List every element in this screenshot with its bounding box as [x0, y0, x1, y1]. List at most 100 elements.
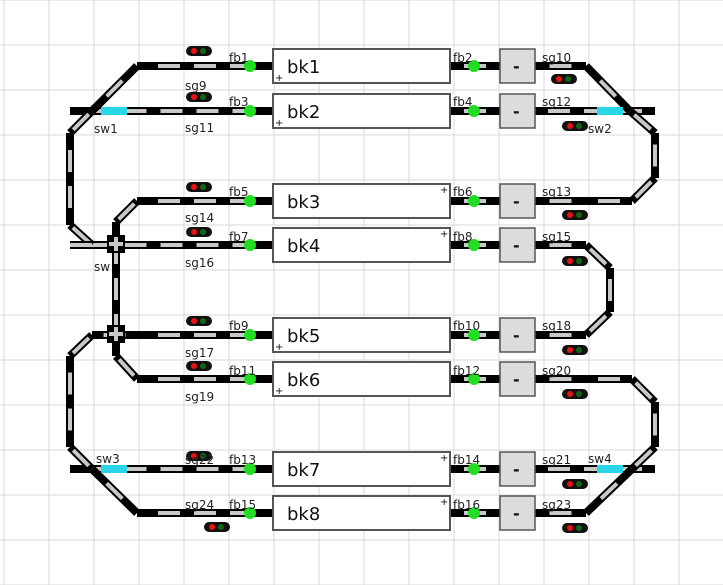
- signal-sg20[interactable]: [562, 389, 588, 399]
- minus-button[interactable]: -: [499, 495, 536, 531]
- block-plus: +: [440, 497, 448, 508]
- sensor-fb6[interactable]: [468, 195, 480, 207]
- signal-lamp: [567, 212, 573, 218]
- signal-sg11[interactable]: [186, 92, 212, 102]
- signal-sg15[interactable]: [562, 256, 588, 266]
- sensor-fb13[interactable]: [244, 463, 256, 475]
- block-label: bk2: [287, 102, 320, 123]
- sensor-fb15[interactable]: [244, 507, 256, 519]
- crossing-lower[interactable]: [107, 325, 125, 343]
- minus-button[interactable]: -: [499, 451, 536, 487]
- sensor-label-fb13: fb13: [229, 453, 256, 467]
- sensor-label-fb3: fb3: [229, 95, 248, 109]
- track-tie: [634, 180, 653, 199]
- block-label: bk3: [287, 192, 320, 213]
- block-plus: +: [440, 453, 448, 464]
- sensor-fb4[interactable]: [468, 105, 480, 117]
- switch-sw4[interactable]: [597, 465, 623, 473]
- switch-label-sw3: sw3: [96, 452, 120, 466]
- switch-label-sw2: sw2: [588, 122, 612, 136]
- block-bk8[interactable]: bk8 +: [272, 495, 451, 531]
- sensor-fb8[interactable]: [468, 239, 480, 251]
- signal-layer: [186, 46, 588, 533]
- svg-text:-: -: [513, 504, 520, 523]
- block-bk4[interactable]: bk4 +: [272, 227, 451, 263]
- sensor-fb3[interactable]: [244, 105, 256, 117]
- sensor-fb2[interactable]: [468, 60, 480, 72]
- signal-sg12[interactable]: [562, 121, 588, 131]
- signal-sg22[interactable]: [186, 451, 212, 461]
- block-bk6[interactable]: bk6 +: [272, 361, 451, 397]
- signal-lamp: [576, 212, 582, 218]
- signal-sg18[interactable]: [562, 345, 588, 355]
- track-tie: [71, 336, 91, 355]
- signal-lamp: [200, 453, 206, 459]
- crossing-upper[interactable]: [107, 235, 125, 253]
- switch-label-sw1: sw1: [94, 122, 118, 136]
- minus-button[interactable]: -: [499, 361, 536, 397]
- signal-sg21[interactable]: [562, 479, 588, 489]
- sensor-fb14[interactable]: [468, 463, 480, 475]
- sensor-fb11[interactable]: [244, 373, 256, 385]
- switch-sw1[interactable]: [101, 107, 127, 115]
- signal-sg9[interactable]: [186, 46, 212, 56]
- block-bk3[interactable]: bk3 +: [272, 183, 451, 219]
- minus-button[interactable]: -: [499, 227, 536, 263]
- signal-lamp: [200, 229, 206, 235]
- sensor-label-fb16: fb16: [453, 498, 480, 512]
- track-tie: [598, 79, 618, 98]
- signal-lamp: [191, 363, 197, 369]
- signal-lamp: [200, 318, 206, 324]
- sensor-fb16[interactable]: [468, 507, 480, 519]
- track-tie: [105, 481, 124, 501]
- signal-sg10[interactable]: [551, 74, 577, 84]
- switch-sw2[interactable]: [597, 107, 623, 115]
- signal-label-sg18: sg18: [542, 319, 571, 333]
- track-tie: [599, 481, 619, 501]
- sensor-fb5[interactable]: [244, 195, 256, 207]
- block-layer: bk1 + bk2 + bk3 + bk4 + bk5 + bk6 +: [272, 48, 451, 531]
- signal-body: [186, 46, 212, 56]
- sensor-label-fb5: fb5: [229, 185, 248, 199]
- sensor-fb12[interactable]: [468, 373, 480, 385]
- block-bk2[interactable]: bk2 +: [272, 93, 451, 129]
- signal-lamp: [565, 76, 571, 82]
- minus-button[interactable]: -: [499, 48, 536, 84]
- signal-sg24[interactable]: [204, 522, 230, 532]
- minus-button[interactable]: -: [499, 317, 536, 353]
- signal-lamp: [567, 258, 573, 264]
- signal-sg17[interactable]: [186, 316, 212, 326]
- sensor-fb7[interactable]: [244, 239, 256, 251]
- signal-lamp: [576, 391, 582, 397]
- signal-sg13[interactable]: [562, 210, 588, 220]
- signal-sg23[interactable]: [562, 523, 588, 533]
- svg-text:-: -: [513, 236, 520, 255]
- block-label: bk4: [287, 236, 320, 257]
- minus-button[interactable]: -: [499, 183, 536, 219]
- sensor-fb1[interactable]: [244, 60, 256, 72]
- sensor-label-fb10: fb10: [453, 319, 480, 333]
- signal-lamp: [200, 184, 206, 190]
- signal-lamp: [191, 229, 197, 235]
- block-bk5[interactable]: bk5 +: [272, 317, 451, 353]
- block-bk7[interactable]: bk7 +: [272, 451, 451, 487]
- track-tie: [71, 112, 91, 132]
- switch-sw3[interactable]: [101, 465, 127, 473]
- signal-sg14[interactable]: [186, 182, 212, 192]
- block-bk1[interactable]: bk1 +: [272, 48, 451, 84]
- signal-sg16[interactable]: [186, 227, 212, 237]
- signal-lamp: [576, 258, 582, 264]
- signal-lamp: [556, 76, 562, 82]
- minus-button[interactable]: -: [499, 93, 536, 129]
- signal-sg19[interactable]: [186, 361, 212, 371]
- signal-lamp: [576, 123, 582, 129]
- signal-lamp: [576, 525, 582, 531]
- signal-lamp: [200, 363, 206, 369]
- block-label: bk8: [287, 504, 320, 525]
- sensor-fb9[interactable]: [244, 329, 256, 341]
- signal-body: [186, 92, 212, 102]
- switch-label-sw: sw: [94, 260, 110, 274]
- signal-lamp: [209, 524, 215, 530]
- button-layer: - - - - - - - -: [499, 48, 536, 531]
- sensor-fb10[interactable]: [468, 329, 480, 341]
